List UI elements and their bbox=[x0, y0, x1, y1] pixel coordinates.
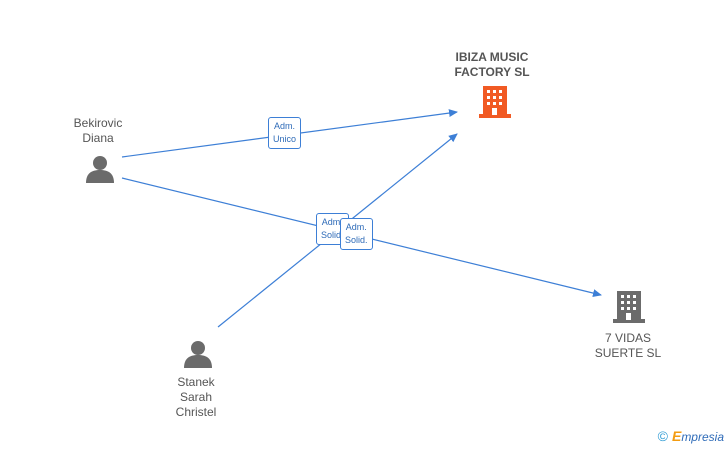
brand-logo: Empresia bbox=[672, 428, 724, 444]
company-name-ibiza[interactable]: IBIZA MUSIC FACTORY SL bbox=[432, 50, 552, 80]
brand-name: mpresia bbox=[681, 430, 724, 444]
role-label-line: Solid. bbox=[321, 230, 344, 240]
company-name-line: SUERTE SL bbox=[594, 346, 662, 360]
role-label-line: Unico bbox=[273, 134, 297, 144]
brand-initial: E bbox=[671, 428, 682, 444]
person-name-line: Stanek bbox=[177, 375, 215, 389]
company-name-line: FACTORY SL bbox=[454, 65, 530, 79]
person-name-line: Christel bbox=[175, 405, 217, 419]
person-name-line: Sarah bbox=[179, 390, 213, 404]
company-name-7vidas[interactable]: 7 VIDAS SUERTE SL bbox=[578, 331, 678, 361]
brand-footer: © Empresia bbox=[658, 428, 724, 444]
role-label-adm-solid[interactable]: Adm. Solid. bbox=[340, 218, 373, 250]
company-name-line: 7 VIDAS bbox=[604, 331, 652, 345]
person-icon[interactable] bbox=[86, 156, 114, 183]
building-icon[interactable] bbox=[479, 86, 511, 118]
role-label-line: Adm. bbox=[345, 222, 367, 232]
person-name-bekirovic[interactable]: Bekirovic Diana bbox=[48, 116, 148, 146]
person-name-line: Bekirovic bbox=[73, 116, 123, 130]
role-label-adm-unico[interactable]: Adm. Unico bbox=[268, 117, 302, 149]
person-name-stanek[interactable]: Stanek Sarah Christel bbox=[146, 375, 246, 420]
role-label-line: Solid. bbox=[345, 235, 368, 245]
role-label-line: Adm. bbox=[274, 121, 296, 131]
role-label-line: Adm. bbox=[321, 217, 343, 227]
company-name-line: IBIZA MUSIC bbox=[455, 50, 529, 64]
person-icon[interactable] bbox=[184, 341, 212, 368]
person-name-line: Diana bbox=[82, 131, 114, 145]
copyright-icon: © bbox=[657, 428, 668, 444]
building-icon[interactable] bbox=[613, 291, 645, 323]
